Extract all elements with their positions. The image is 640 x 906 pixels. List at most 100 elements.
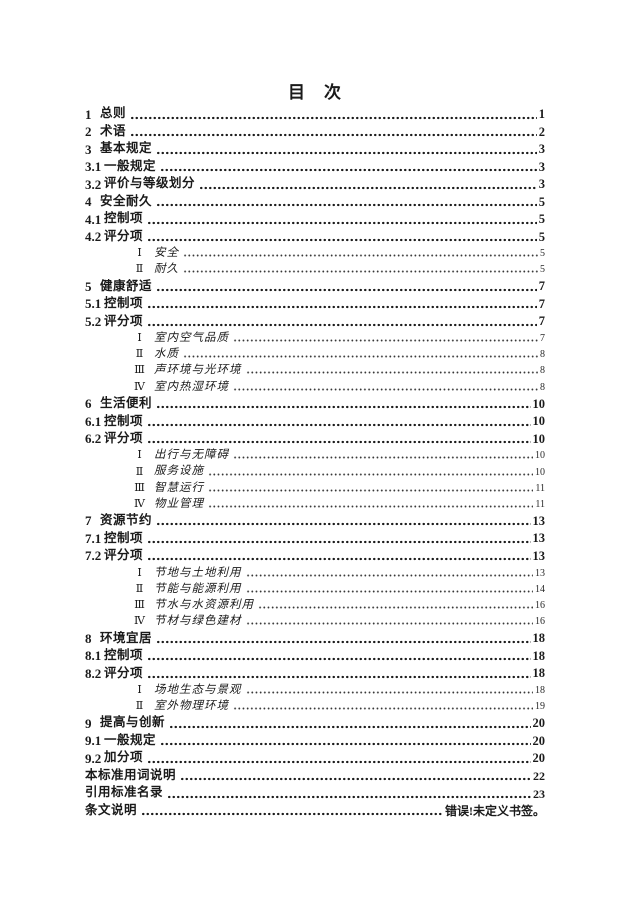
entry-title: 节能与能源利用 [154, 582, 242, 595]
toc-entry[interactable]: 8.2 评分项 18 [85, 662, 545, 680]
toc-entry[interactable]: 1 总则 1 [85, 103, 545, 121]
entry-number: Ⅳ [134, 380, 145, 393]
entry-title: 一般规定 [104, 732, 157, 747]
toc-entry[interactable]: 5.1 控制项 7 [85, 293, 545, 311]
entry-number: 9.2 [85, 750, 102, 766]
entry-title: 加分项 [104, 750, 144, 765]
toc-entry[interactable]: 3.2 评价与等级划分 3 [85, 173, 545, 191]
entry-number: 3.1 [85, 159, 102, 174]
entry-number: Ⅲ [134, 598, 145, 611]
toc-entry[interactable]: 9.1 一般规定 20 [85, 730, 546, 748]
entry-title: 评分项 [104, 665, 144, 680]
leader-dots [245, 589, 533, 593]
toc-entry[interactable]: Ⅰ 节地与土地利用 13 [85, 562, 545, 579]
toc-entry[interactable]: 9.2 加分项 20 [85, 747, 545, 765]
toc-entry[interactable]: 引用标准名录 23 [85, 782, 545, 800]
toc-entry[interactable]: 3.1 一般规定 3 [85, 156, 545, 174]
toc-entry[interactable]: 7 资源节约 13 [85, 510, 545, 528]
leader-dots [147, 674, 531, 679]
entry-page: 20 [532, 733, 546, 748]
toc-entry[interactable]: 6.2 评分项 10 [85, 428, 545, 445]
toc-entry[interactable]: 9 提高与创新 20 [85, 712, 545, 730]
entry-number: 1 [85, 106, 92, 122]
entry-number: 2 [85, 124, 92, 139]
toc-entry[interactable]: Ⅱ 服务设施 10 [85, 461, 545, 477]
entry-title: 生活便利 [100, 396, 153, 410]
entry-page: 13 [532, 548, 546, 563]
entry-page: 3 [538, 177, 545, 191]
toc-entry[interactable]: 3 基本规定 3 [85, 138, 545, 156]
entry-page: 10 [535, 450, 545, 462]
entry-page: 18 [532, 666, 546, 681]
entry-number: Ⅰ [137, 683, 142, 696]
entry-title: 提高与创新 [100, 715, 166, 730]
leader-dots [160, 742, 531, 746]
leader-dots [147, 657, 531, 662]
leader-dots [147, 759, 531, 764]
toc-entry[interactable]: Ⅱ 耐久 5 [85, 259, 545, 275]
toc-entry[interactable]: Ⅲ 智慧运行 11 [85, 478, 545, 494]
entry-number: Ⅳ [134, 497, 145, 510]
entry-number: Ⅰ [137, 332, 142, 345]
toc-entry[interactable]: Ⅳ 物业管理 11 [85, 494, 545, 510]
entry-title: 控制项 [104, 211, 144, 226]
toc-entry[interactable]: 7.2 评分项 13 [85, 545, 545, 563]
toc-entry[interactable]: Ⅳ 室内热湿环境 8 [85, 376, 545, 393]
toc-entry[interactable]: Ⅱ 室外物理环境 19 [85, 696, 545, 712]
entry-page: 5 [538, 194, 545, 209]
leader-dots [233, 339, 538, 343]
entry-number: Ⅰ [137, 566, 142, 579]
leader-dots [233, 456, 533, 460]
entry-number: 4 [85, 194, 92, 209]
toc-entry[interactable]: Ⅲ 节水与水资源利用 16 [85, 595, 545, 611]
toc-entry[interactable]: Ⅰ 安全 5 [85, 243, 545, 259]
entry-title: 基本规定 [100, 141, 153, 156]
entry-number: Ⅲ [134, 481, 145, 494]
toc-entry[interactable]: 4 安全耐久 5 [85, 191, 545, 209]
toc-entry[interactable]: 条文说明 错误!未定义书签。 [85, 800, 545, 818]
leader-dots [147, 322, 537, 327]
toc-entry[interactable]: 6.1 控制项 10 [85, 410, 545, 428]
entry-number: 4.2 [85, 229, 102, 244]
entry-number: 9.1 [85, 733, 102, 748]
entry-page: 错误!未定义书签。 [445, 804, 545, 818]
toc-entry[interactable]: 6 生活便利 10 [85, 393, 545, 412]
entry-number: 6 [85, 396, 92, 412]
entry-page: 2 [538, 124, 545, 139]
entry-title: 耐久 [154, 263, 179, 276]
entry-title: 术语 [100, 123, 127, 138]
toc-entry[interactable]: Ⅲ 声环境与光环境 8 [85, 360, 545, 376]
toc-title: 目 次 [288, 83, 342, 102]
toc-entry[interactable]: Ⅱ 水质 8 [85, 344, 545, 360]
toc-entry[interactable]: 2 术语 2 [85, 121, 545, 139]
leader-dots [147, 238, 537, 242]
toc-entry[interactable]: Ⅰ 出行与无障碍 10 [85, 445, 545, 461]
toc-entry[interactable]: 7.1 控制项 13 [85, 527, 545, 545]
toc-entry[interactable]: 8 环境宜居 18 [85, 627, 545, 645]
entry-title: 水质 [154, 348, 179, 361]
entry-title: 评分项 [104, 548, 144, 563]
toc-entry[interactable]: Ⅱ 节能与能源利用 14 [85, 579, 545, 595]
toc-entry[interactable]: 4.2 评分项 5 [85, 226, 545, 244]
entry-page: 13 [532, 513, 546, 528]
toc-entry[interactable]: Ⅰ 室内空气品质 7 [85, 328, 545, 344]
toc-entry[interactable]: Ⅳ 节材与绿色建材 16 [85, 611, 545, 627]
entry-page: 7 [538, 314, 545, 329]
leader-dots [258, 605, 533, 609]
toc-entry[interactable]: 5.2 评分项 7 [85, 310, 545, 328]
leader-dots [147, 440, 531, 445]
toc-entry[interactable]: 8.1 控制项 18 [85, 645, 545, 664]
entry-title: 声环境与光环境 [154, 364, 242, 377]
toc-entry[interactable]: 本标准用词说明 22 [85, 765, 545, 782]
entry-title: 室外物理环境 [154, 699, 229, 712]
entry-page: 5 [540, 264, 545, 276]
leader-dots [156, 150, 537, 155]
entry-page: 18 [535, 684, 545, 696]
toc-entry[interactable]: Ⅰ 场地生态与景观 18 [85, 680, 545, 696]
entry-number: 8.1 [85, 648, 102, 664]
toc-entry[interactable]: 5 健康舒适 7 [85, 275, 545, 293]
leader-dots [183, 254, 538, 258]
toc-entry[interactable]: 4.1 控制项 5 [85, 208, 545, 226]
entry-title: 控制项 [104, 296, 144, 311]
